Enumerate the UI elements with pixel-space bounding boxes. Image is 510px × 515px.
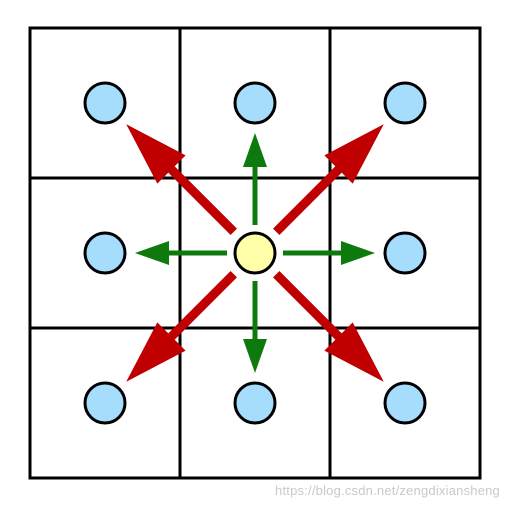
arrow-shaft-bottom-right (273, 271, 344, 342)
direction-arrows (126, 124, 384, 382)
neighbor-node-r0-c1 (233, 81, 277, 125)
arrow-head-top-right (324, 124, 384, 184)
arrow-shaft-bottom-left (166, 271, 237, 342)
arrow-head-top-left (126, 124, 186, 184)
neighbor-node-r0-c0 (83, 81, 127, 125)
arrow-head-bottom-right (324, 322, 384, 382)
arrow-head-bottom-left (126, 322, 186, 382)
neighbor-node-r2-c0 (83, 381, 127, 425)
arrow-head-left (135, 241, 169, 265)
grid-nodes (83, 81, 427, 425)
arrow-head-right (341, 241, 375, 265)
watermark-text: https://blog.csdn.net/zengdixiansheng (275, 483, 500, 498)
neighbor-node-r2-c2 (383, 381, 427, 425)
neighbor-node-r0-c2 (383, 81, 427, 125)
center-node (233, 231, 277, 275)
arrow-shaft-top-left (166, 164, 237, 235)
neighbor-node-r1-c0 (83, 231, 127, 275)
neighbor-node-r1-c2 (383, 231, 427, 275)
arrow-shaft-top-right (273, 164, 344, 235)
arrow-head-top (243, 133, 267, 167)
arrow-head-bottom (243, 339, 267, 373)
neighbor-node-r2-c1 (233, 381, 277, 425)
